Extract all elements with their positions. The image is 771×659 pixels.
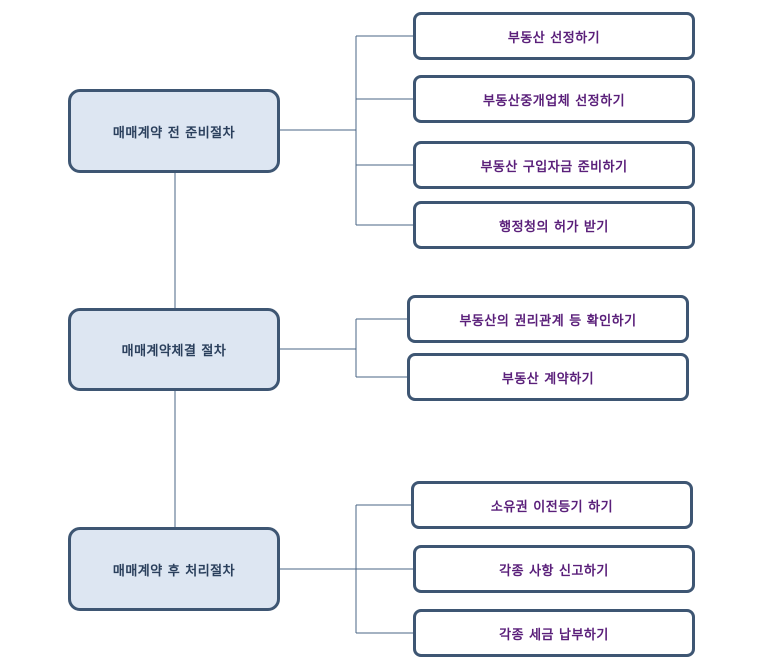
task-box: 소유권 이전등기 하기 bbox=[411, 481, 693, 529]
task-label: 부동산중개업체 선정하기 bbox=[482, 93, 626, 109]
task-box: 부동산 구입자금 준비하기 bbox=[413, 141, 695, 189]
task-label: 부동산 계약하기 bbox=[501, 371, 595, 387]
task-label: 각종 세금 납부하기 bbox=[499, 627, 609, 643]
task-label: 부동산 선정하기 bbox=[507, 30, 601, 46]
stage-label: 매매계약 전 준비절차 bbox=[112, 125, 236, 141]
task-box: 부동산의 권리관계 등 확인하기 bbox=[407, 295, 689, 343]
task-box: 행정청의 허가 받기 bbox=[413, 201, 695, 249]
stage-label: 매매계약체결 절차 bbox=[121, 344, 227, 359]
task-box: 부동산 선정하기 bbox=[413, 12, 695, 60]
task-label: 행정청의 허가 받기 bbox=[499, 219, 609, 235]
task-label: 부동산의 권리관계 등 확인하기 bbox=[459, 313, 637, 329]
stage-box-contract: 매매계약체결 절차 bbox=[68, 308, 280, 391]
task-box: 각종 세금 납부하기 bbox=[413, 609, 695, 657]
task-label: 소유권 이전등기 하기 bbox=[490, 499, 614, 515]
task-box: 각종 사항 신고하기 bbox=[413, 545, 695, 593]
task-box: 부동산 계약하기 bbox=[407, 353, 689, 401]
task-box: 부동산중개업체 선정하기 bbox=[413, 75, 695, 123]
task-label: 각종 사항 신고하기 bbox=[499, 563, 609, 579]
stage-box-post-contract: 매매계약 후 처리절차 bbox=[68, 527, 280, 611]
stage-box-pre-contract: 매매계약 전 준비절차 bbox=[68, 89, 280, 173]
task-label: 부동산 구입자금 준비하기 bbox=[480, 159, 628, 175]
stage-label: 매매계약 후 처리절차 bbox=[112, 563, 236, 579]
